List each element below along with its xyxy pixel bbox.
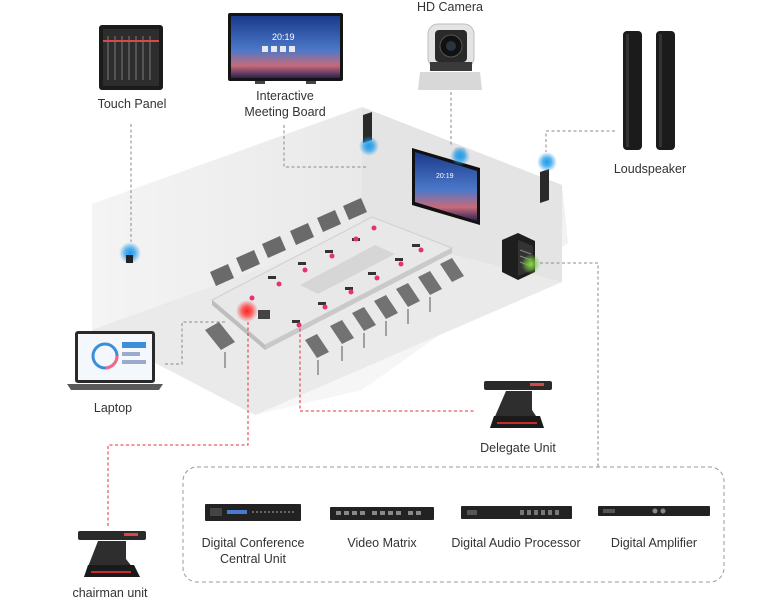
chairs-back-row <box>210 198 367 286</box>
hd-camera-device <box>418 23 482 90</box>
left-wall <box>92 107 362 330</box>
video-matrix-label: Video Matrix <box>347 536 417 550</box>
audio-processor-device <box>461 506 572 519</box>
laptop-label: Laptop <box>93 401 133 415</box>
touch-panel-label: Touch Panel <box>97 97 167 111</box>
connector-meeting-board <box>283 125 368 168</box>
loudspeaker-label: Loudspeaker <box>613 162 687 176</box>
touch-panel-device <box>99 25 163 90</box>
chair-legs <box>224 297 431 375</box>
wall-speaker-left <box>363 112 372 143</box>
chairman-unit-device <box>78 531 146 577</box>
delegate-unit-label: Delegate Unit <box>480 441 556 455</box>
floor-front <box>92 232 562 415</box>
wall-speaker-right <box>540 169 549 203</box>
video-matrix-device <box>330 507 434 520</box>
loudspeaker-device <box>623 31 675 150</box>
conference-table <box>211 216 454 350</box>
connector-loudspeaker <box>545 130 615 152</box>
touch-panel-marker <box>119 242 141 264</box>
connector-chairman <box>107 322 249 527</box>
connector-rack <box>540 262 599 467</box>
laptop-device <box>67 331 163 390</box>
red-connectors <box>107 322 476 527</box>
connector-delegate <box>299 323 476 412</box>
audio-processor-label: Digital Audio Processor <box>451 536 581 550</box>
delegate-markers <box>249 225 424 328</box>
central-unit-label-line1: Digital Conference <box>201 536 305 550</box>
chairs-front-row <box>205 258 464 358</box>
delegate-unit-device <box>484 381 552 428</box>
hd-camera-label: HD Camera <box>417 0 483 14</box>
chairman-unit-label: chairman unit <box>72 586 148 600</box>
amplifier-device <box>598 506 710 516</box>
meeting-board-label-line1: Interactive <box>256 89 314 103</box>
speaker-left-marker <box>359 136 379 156</box>
central-unit-label: Digital Conference Central Unit <box>188 535 318 567</box>
meeting-board-label-line2: Meeting Board <box>244 105 326 119</box>
gray-connectors <box>130 92 615 467</box>
wall-tv: 20:19 <box>412 148 480 225</box>
meeting-board-label: Interactive Meeting Board <box>225 88 345 120</box>
speaker-right-marker <box>537 152 557 172</box>
connector-laptop <box>165 321 226 365</box>
chairman-marker <box>236 300 258 322</box>
camera-marker <box>450 146 470 166</box>
amplifier-label: Digital Amplifier <box>610 536 698 550</box>
meeting-board-device: 20:19 <box>228 13 343 84</box>
tv-clock: 20:19 <box>436 173 454 180</box>
board-clock: 20:19 <box>272 32 295 42</box>
central-unit-device <box>205 504 301 521</box>
central-unit-label-line2: Central Unit <box>220 552 286 566</box>
rack-marker <box>521 254 541 274</box>
